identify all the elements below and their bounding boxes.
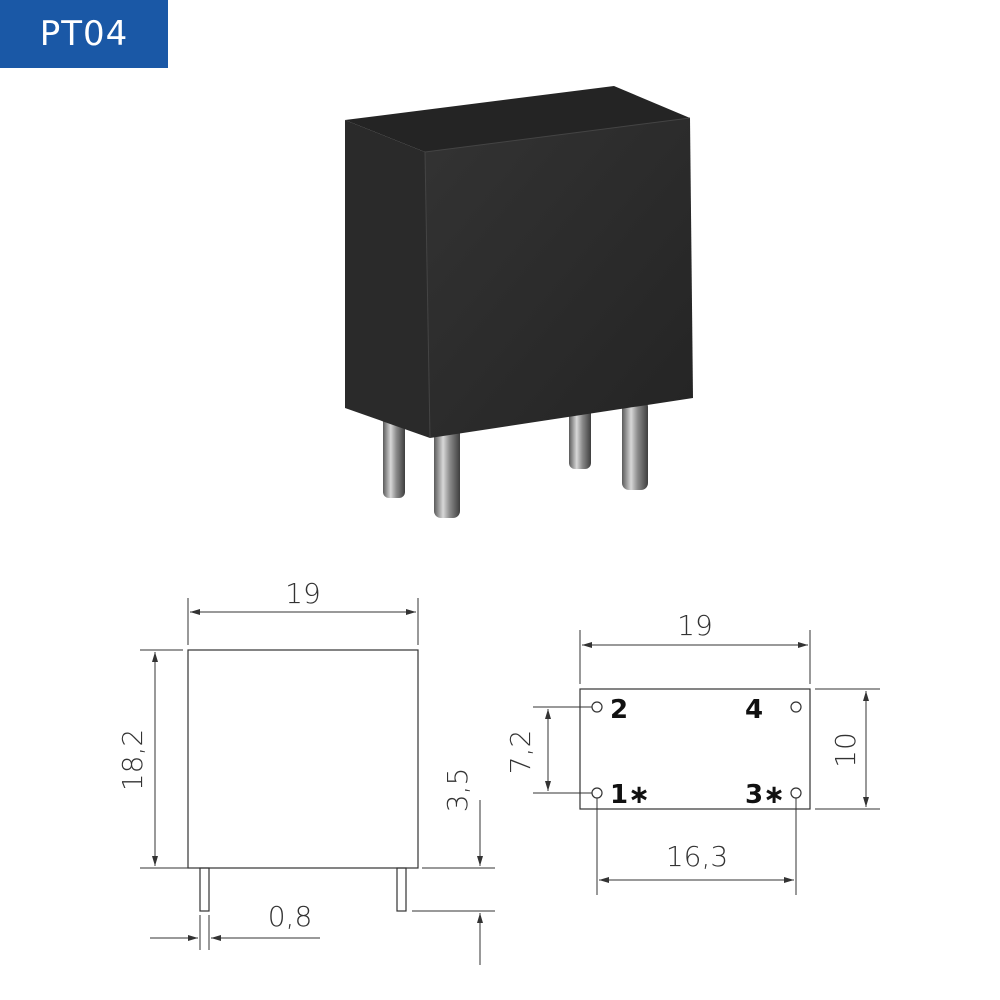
pin-hole-1 [591, 787, 603, 799]
dim-pin-col-spacing: 16,3 [666, 840, 728, 873]
pin-label-4: 4 [745, 695, 763, 725]
dim-side-width: 19 [285, 577, 321, 610]
dim-side-height: 18,2 [116, 729, 149, 791]
dim-pin-row-spacing: 7,2 [504, 730, 537, 775]
component-3d-render [345, 86, 693, 518]
pin-3d-back-right [569, 405, 591, 469]
dim-pin-length: 3,5 [441, 768, 474, 813]
pin-3d-front-right [622, 400, 648, 490]
part-label: PT04 [0, 0, 168, 68]
body-side-face [345, 120, 430, 438]
body-top-face [345, 86, 690, 152]
dim-bottom-width: 19 [677, 609, 713, 642]
body-front-face [425, 118, 693, 438]
pin-label-3: 3∗ [745, 780, 785, 810]
pin-3d-front-left [434, 420, 460, 518]
pin-3d-back-left [383, 410, 405, 498]
bottom-view-drawing [533, 630, 880, 895]
pin-label-1: 1∗ [610, 780, 650, 810]
pin-hole-3 [790, 787, 802, 799]
dim-pin-diameter: 0,8 [268, 900, 313, 933]
pin-hole-4 [790, 701, 802, 713]
dim-bottom-depth: 10 [829, 732, 862, 768]
pin-label-2: 2 [610, 695, 628, 725]
pin-hole-2 [591, 701, 603, 713]
side-view-drawing [140, 598, 495, 965]
